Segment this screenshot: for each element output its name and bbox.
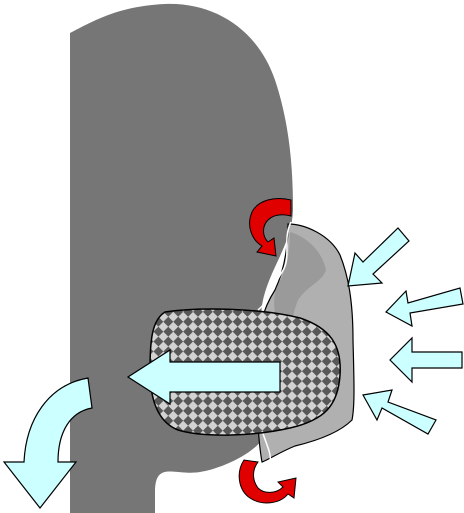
red-curl-arrow-icon [238, 459, 297, 504]
pressure-arrow-icon [347, 227, 410, 287]
curved-outflow-arrow-icon [2, 377, 93, 509]
pressure-arrow-icon [389, 336, 463, 384]
red-curl-arrow-icon [249, 198, 292, 257]
seam-line-lower [261, 429, 272, 466]
seam-line [257, 221, 292, 311]
pressure-arrow-icon [362, 389, 437, 435]
large-left-arrow-icon [126, 348, 281, 406]
pressure-arrow-icon [385, 287, 464, 328]
